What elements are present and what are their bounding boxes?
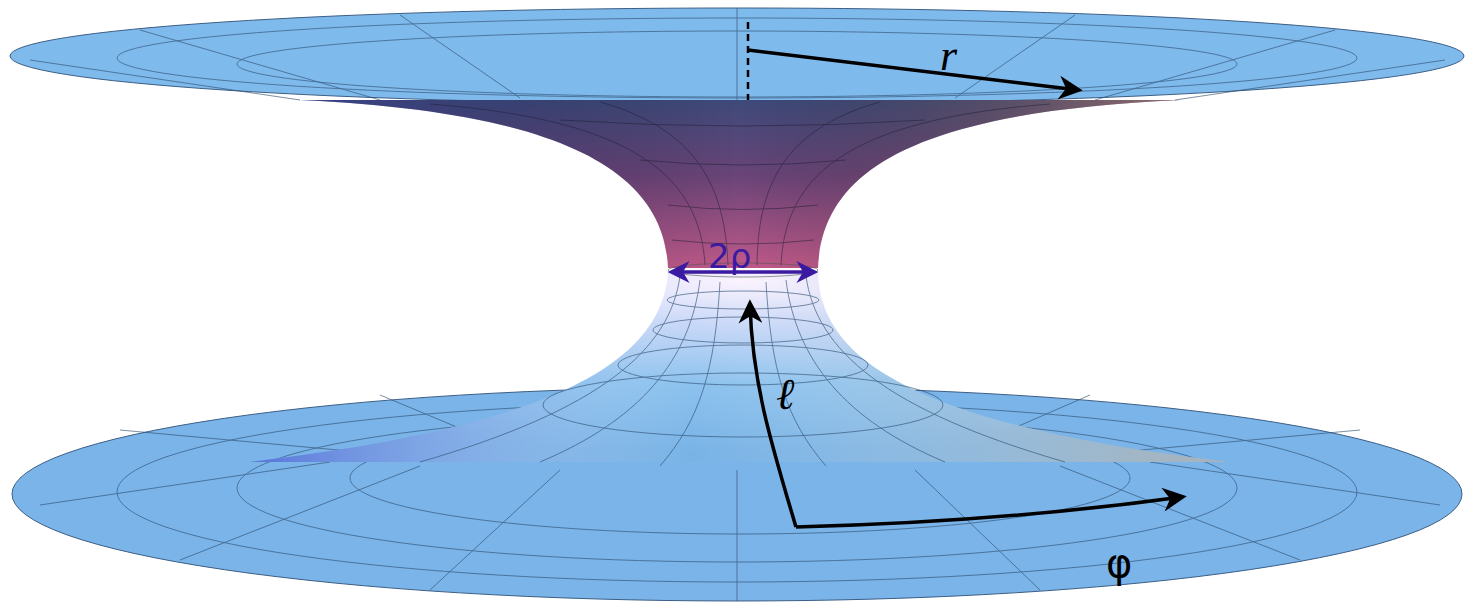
angle-label: φ (1106, 540, 1132, 586)
proper-distance-label: ℓ (776, 368, 794, 420)
proper-distance-arrow (750, 304, 796, 527)
radius-label: r (940, 30, 957, 81)
angle-arrow (796, 497, 1182, 527)
axis-line (747, 22, 750, 100)
radius-arrow (748, 50, 1078, 90)
throat-diameter-label: 2ρ (708, 236, 751, 276)
